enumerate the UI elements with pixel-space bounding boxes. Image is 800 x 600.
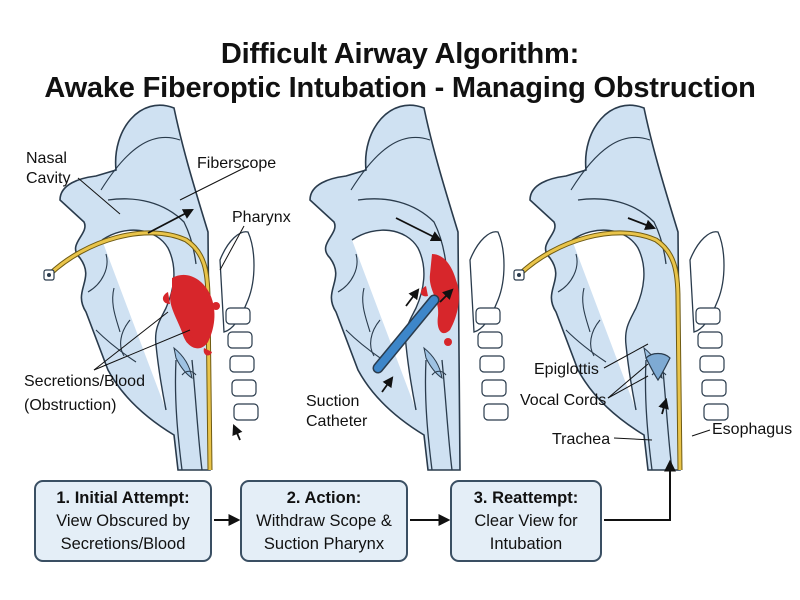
diagram-title-line-1: Difficult Airway Algorithm: [220, 38, 580, 70]
step-2-title: 2. Action: [286, 488, 362, 507]
step-2-line-2: Suction Pharynx [263, 534, 385, 553]
label-secretions-line-2: (Obstruction) [24, 397, 116, 414]
panel-initial-attempt [43, 104, 259, 470]
panel-reattempt [513, 104, 729, 470]
label-secretions-line-1: Secretions/Blood [24, 373, 145, 390]
step-3-line-2: Intubation [489, 534, 563, 553]
label-nasal-line-1: Nasal [26, 150, 67, 167]
label-esophagus: Esophagus [712, 421, 792, 438]
label-suction-line-2: Catheter [306, 413, 368, 430]
label-suction-line-1: Suction [306, 393, 359, 410]
label-vocal-cords: Vocal Cords [520, 392, 606, 409]
step-3-title: 3. Reattempt: [473, 488, 579, 507]
label-trachea: Trachea [552, 431, 610, 448]
step-1-box: 1. Initial Attempt: View Obscured by Sec… [34, 480, 212, 562]
diagram-title-line-2: Awake Fiberoptic Intubation - Managing O… [44, 72, 756, 104]
step-3-line-1: Clear View for [474, 511, 578, 530]
step-3-box: 3. Reattempt: Clear View for Intubation [450, 480, 602, 562]
label-nasal-line-2: Cavity [26, 170, 70, 187]
step-1-line-2: Secretions/Blood [60, 534, 186, 553]
step-1-title: 1. Initial Attempt: [56, 488, 190, 507]
step-1-line-1: View Obscured by [56, 511, 190, 530]
label-fiberscope: Fiberscope [197, 155, 276, 172]
step-2-line-1: Withdraw Scope & [256, 511, 392, 530]
label-pharynx: Pharynx [232, 209, 291, 226]
step-2-box: 2. Action: Withdraw Scope & Suction Phar… [240, 480, 408, 562]
label-epiglottis: Epiglottis [534, 361, 599, 378]
